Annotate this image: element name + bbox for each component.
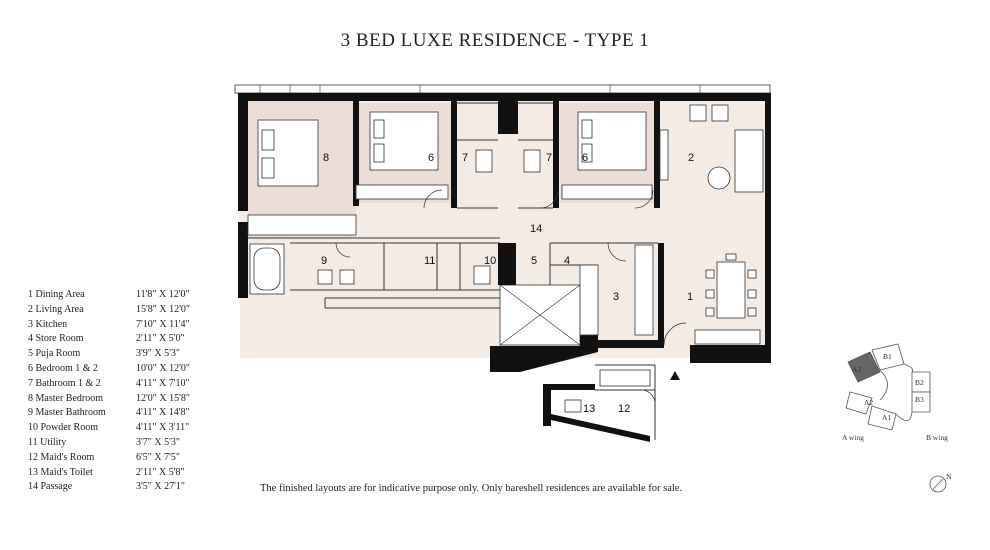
page-title: 3 BED LUXE RESIDENCE - TYPE 1 xyxy=(340,30,650,51)
key-label: B2 xyxy=(915,378,924,387)
legend-room-dimensions: 15'8" X 12'0" xyxy=(136,303,190,315)
legend-room-dimensions: 2'11" X 5'8" xyxy=(136,466,185,478)
svg-text:N: N xyxy=(946,472,952,481)
legend-room-dimensions: 2'11" X 5'0" xyxy=(136,333,185,345)
bed-icon xyxy=(257,111,647,187)
legend-row: 12 Maid's Room 6'5" X 7'5" xyxy=(28,451,236,466)
legend-row: 1 Dining Area 11'8" X 12'0" xyxy=(28,288,236,303)
plan-label: 12 xyxy=(618,403,630,415)
legend-room-dimensions: 4'11" X 14'8" xyxy=(136,407,190,419)
plan-label: 7 xyxy=(462,152,468,164)
plan-label: 10 xyxy=(484,255,496,267)
plan-label: 3 xyxy=(613,291,619,303)
legend-room-dimensions: 3'9" X 5'3" xyxy=(136,348,180,360)
plan-label: 13 xyxy=(583,403,595,415)
legend-room-name: 13 Maid's Toilet xyxy=(28,466,93,478)
plan-label: 14 xyxy=(530,223,542,235)
legend-row: 2 Living Area 15'8" X 12'0" xyxy=(28,303,236,318)
entrance-arrow-icon xyxy=(670,371,680,380)
legend-room-dimensions: 7'10" X 11'4" xyxy=(136,318,190,330)
legend-room-name: 2 Living Area xyxy=(28,303,84,315)
wing-b-label: B wing xyxy=(926,433,948,442)
key-plan: A3 B1 B2 B3 A2 A1 A wing B wing N xyxy=(842,343,952,493)
legend-room-name: 6 Bedroom 1 & 2 xyxy=(28,362,98,374)
legend-room-name: 7 Bathroom 1 & 2 xyxy=(28,377,101,389)
plan-label: 8 xyxy=(323,152,329,164)
plan-label: 11 xyxy=(424,255,435,267)
legend-room-dimensions: 12'0" X 15'8" xyxy=(136,392,190,404)
legend-room-name: 12 Maid's Room xyxy=(28,451,95,463)
plan-label: 1 xyxy=(687,291,693,303)
legend-row: 5 Puja Room 3'9" X 5'3" xyxy=(28,347,236,362)
legend-row: 6 Bedroom 1 & 2 10'0" X 12'0" xyxy=(28,362,236,377)
legend-room-name: 14 Passage xyxy=(28,481,73,493)
plan-label: 5 xyxy=(531,255,537,267)
legend-row: 7 Bathroom 1 & 2 4'11" X 7'10" xyxy=(28,377,236,392)
plan-label: 6 xyxy=(582,152,588,164)
plan-label: 7 xyxy=(546,152,552,164)
legend-row: 4 Store Room 2'11" X 5'0" xyxy=(28,332,236,347)
plan-label: 9 xyxy=(321,255,327,267)
legend-row: 9 Master Bathroom 4'11" X 14'8" xyxy=(28,406,236,421)
legend-room-name: 3 Kitchen xyxy=(28,318,68,330)
key-label: A3 xyxy=(852,365,861,374)
key-label: A2 xyxy=(864,398,873,407)
legend-room-name: 4 Store Room xyxy=(28,333,84,345)
plan-label: 2 xyxy=(688,152,694,164)
legend-room-dimensions: 11'8" X 12'0" xyxy=(136,289,190,300)
sofa-icon xyxy=(659,104,764,193)
balcony-rail xyxy=(234,84,771,94)
legend-room-name: 8 Master Bedroom xyxy=(28,392,103,404)
legend-room-name: 5 Puja Room xyxy=(28,348,81,360)
key-label: A1 xyxy=(882,413,891,422)
north-compass-icon: N xyxy=(929,472,952,493)
bathtub-icon xyxy=(249,149,651,413)
legend-room-dimensions: 4'11" X 7'10" xyxy=(136,377,190,389)
plan-label: 4 xyxy=(564,255,570,267)
legend-row: 8 Master Bedroom 12'0" X 15'8" xyxy=(28,392,236,407)
dining-table-icon xyxy=(705,253,757,319)
legend-room-name: 1 Dining Area xyxy=(28,289,85,300)
legend-row: 3 Kitchen 7'10" X 11'4" xyxy=(28,318,236,333)
legend-room-dimensions: 3'7" X 5'3" xyxy=(136,436,180,448)
legend-room-dimensions: 4'11" X 3'11" xyxy=(136,422,190,434)
legend-row: 10 Powder Room 4'11" X 3'11" xyxy=(28,421,236,436)
legend-row: 11 Utility 3'7" X 5'3" xyxy=(28,436,236,451)
legend-room-name: 11 Utility xyxy=(28,436,67,448)
legend-room-dimensions: 3'5" X 27'1" xyxy=(136,481,185,493)
legend-row: 13 Maid's Toilet 2'11" X 5'8" xyxy=(28,466,236,481)
plan-label: 6 xyxy=(428,152,434,164)
wing-a-label: A wing xyxy=(842,433,864,442)
walls xyxy=(238,93,771,442)
disclaimer: The finished layouts are for indicative … xyxy=(260,483,683,494)
legend-row: 14 Passage 3'5" X 27'1" xyxy=(28,480,236,495)
key-label: B3 xyxy=(915,395,924,404)
legend-room-name: 9 Master Bathroom xyxy=(28,407,106,419)
legend-room-dimensions: 10'0" X 12'0" xyxy=(136,362,190,374)
legend-room-dimensions: 6'5" X 7'5" xyxy=(136,451,180,463)
key-label: B1 xyxy=(883,352,892,361)
legend-room-name: 10 Powder Room xyxy=(28,422,98,434)
